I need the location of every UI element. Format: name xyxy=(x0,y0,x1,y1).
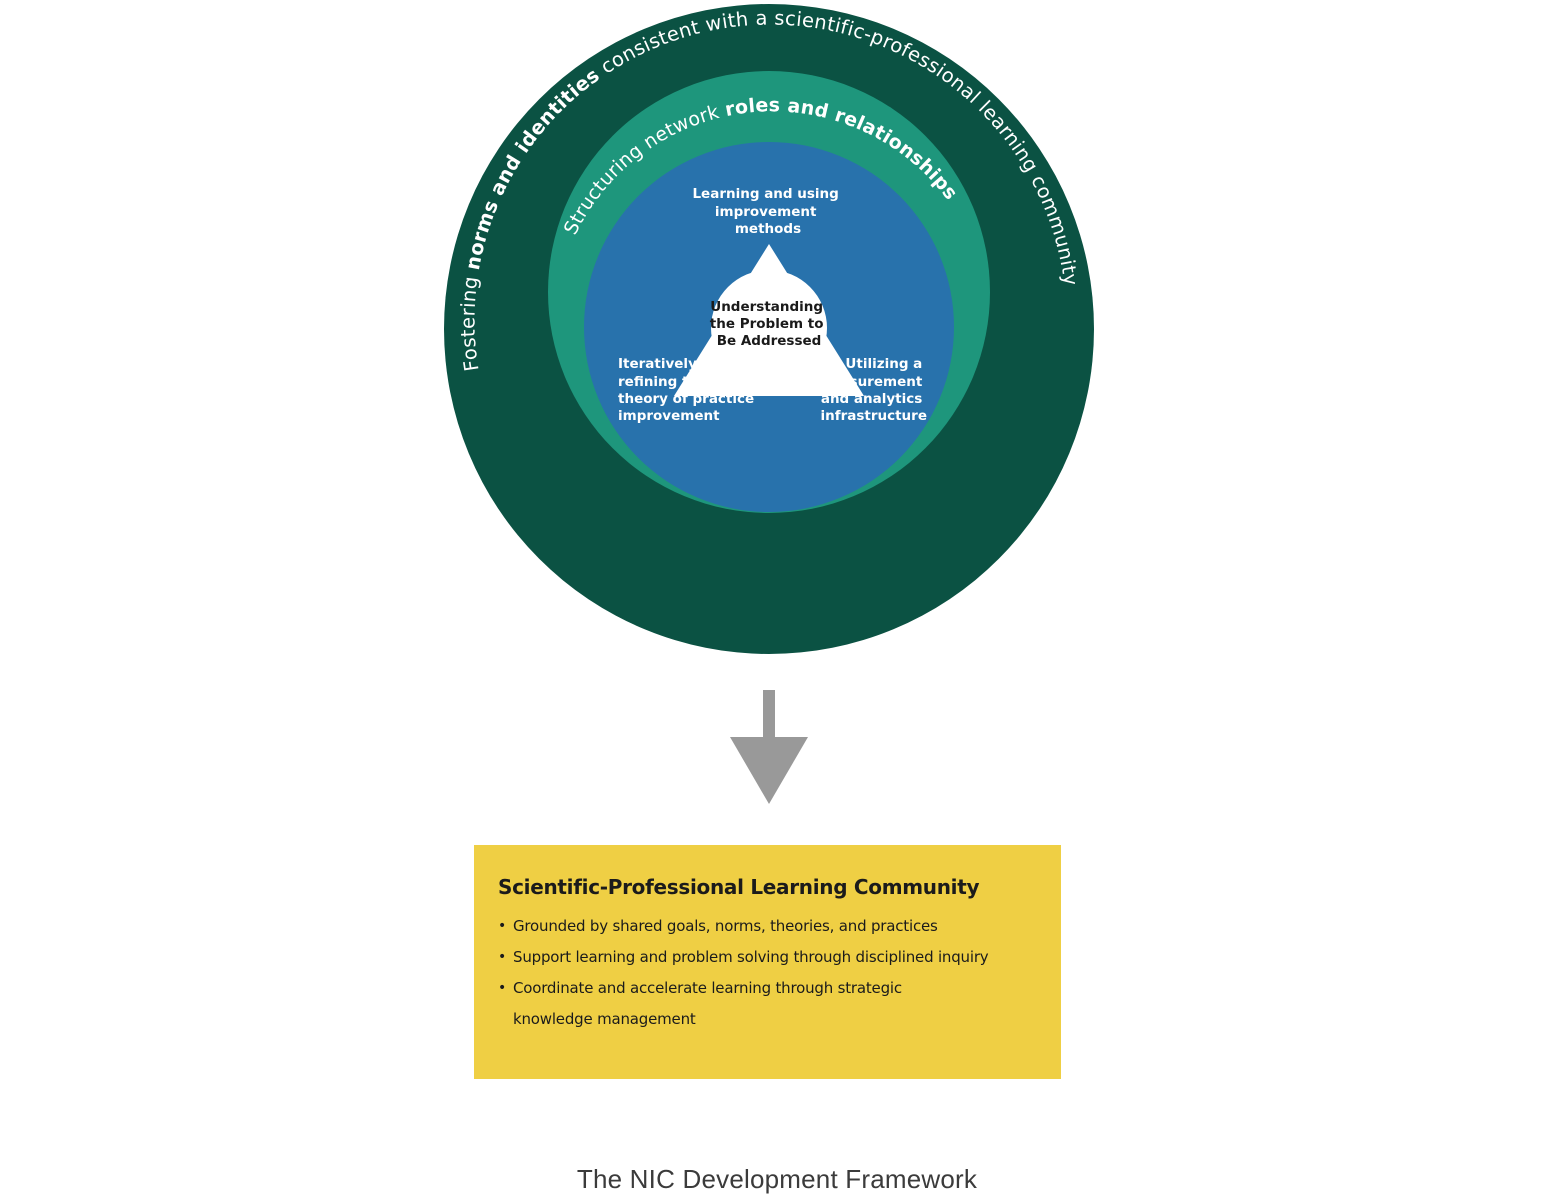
left-label-line-2: refining the xyxy=(618,374,707,390)
bullet-icon: • xyxy=(498,918,507,934)
summary-box: Scientific-Professional Learning Communi… xyxy=(474,845,1061,1079)
summary-item: • Support learning and problem solving t… xyxy=(498,942,1041,973)
center-label-line-1: Understanding xyxy=(710,299,823,315)
top-label: Learning and using improvement methods xyxy=(692,186,843,237)
summary-title: Scientific-Professional Learning Communi… xyxy=(498,875,980,899)
summary-item-text: Grounded by shared goals, norms, theorie… xyxy=(513,917,938,935)
left-label-line-3: theory of practice xyxy=(618,391,754,407)
summary-item: • Grounded by shared goals, norms, theor… xyxy=(498,911,1041,942)
left-label-line-4: improvement xyxy=(618,408,720,424)
left-label: Iteratively refining the theory of pract… xyxy=(618,356,759,424)
figure-caption: The NIC Development Framework xyxy=(576,1164,978,1194)
center-label-line-3: Be Addressed xyxy=(717,333,822,349)
right-label: Utilizing a measurement and analytics in… xyxy=(817,356,927,424)
center-circle xyxy=(711,270,827,386)
outer-ring-text-prefix: Fostering xyxy=(456,268,483,373)
center-shape xyxy=(674,244,864,396)
summary-item-text: Coordinate and accelerate learning throu… xyxy=(513,979,902,1028)
top-label-line-1: Learning and using xyxy=(692,186,838,202)
right-label-line-4: infrastructure xyxy=(820,408,927,424)
bullet-icon: • xyxy=(498,980,507,996)
center-label-line-2: the Problem to xyxy=(710,316,824,332)
summary-list: • Grounded by shared goals, norms, theor… xyxy=(498,911,1041,1035)
summary-item-text: Support learning and problem solving thr… xyxy=(513,948,989,966)
bullet-icon: • xyxy=(498,949,507,965)
top-label-line-3: methods xyxy=(735,221,801,237)
left-label-line-1: Iteratively xyxy=(618,356,697,372)
top-label-line-2: improvement xyxy=(715,204,817,220)
nic-framework-diagram: Fostering norms and identities consisten… xyxy=(444,4,1094,804)
summary-item: • Coordinate and accelerate learning thr… xyxy=(498,973,933,1035)
arrow-shaft xyxy=(763,690,775,740)
down-arrow-icon xyxy=(730,690,808,804)
right-label-line-1: Utilizing a xyxy=(845,356,922,372)
center-label: Understanding the Problem to Be Addresse… xyxy=(710,299,828,349)
right-label-line-3: and analytics xyxy=(821,391,922,407)
right-label-line-2: measurement xyxy=(817,374,923,390)
arrow-head xyxy=(730,737,808,804)
